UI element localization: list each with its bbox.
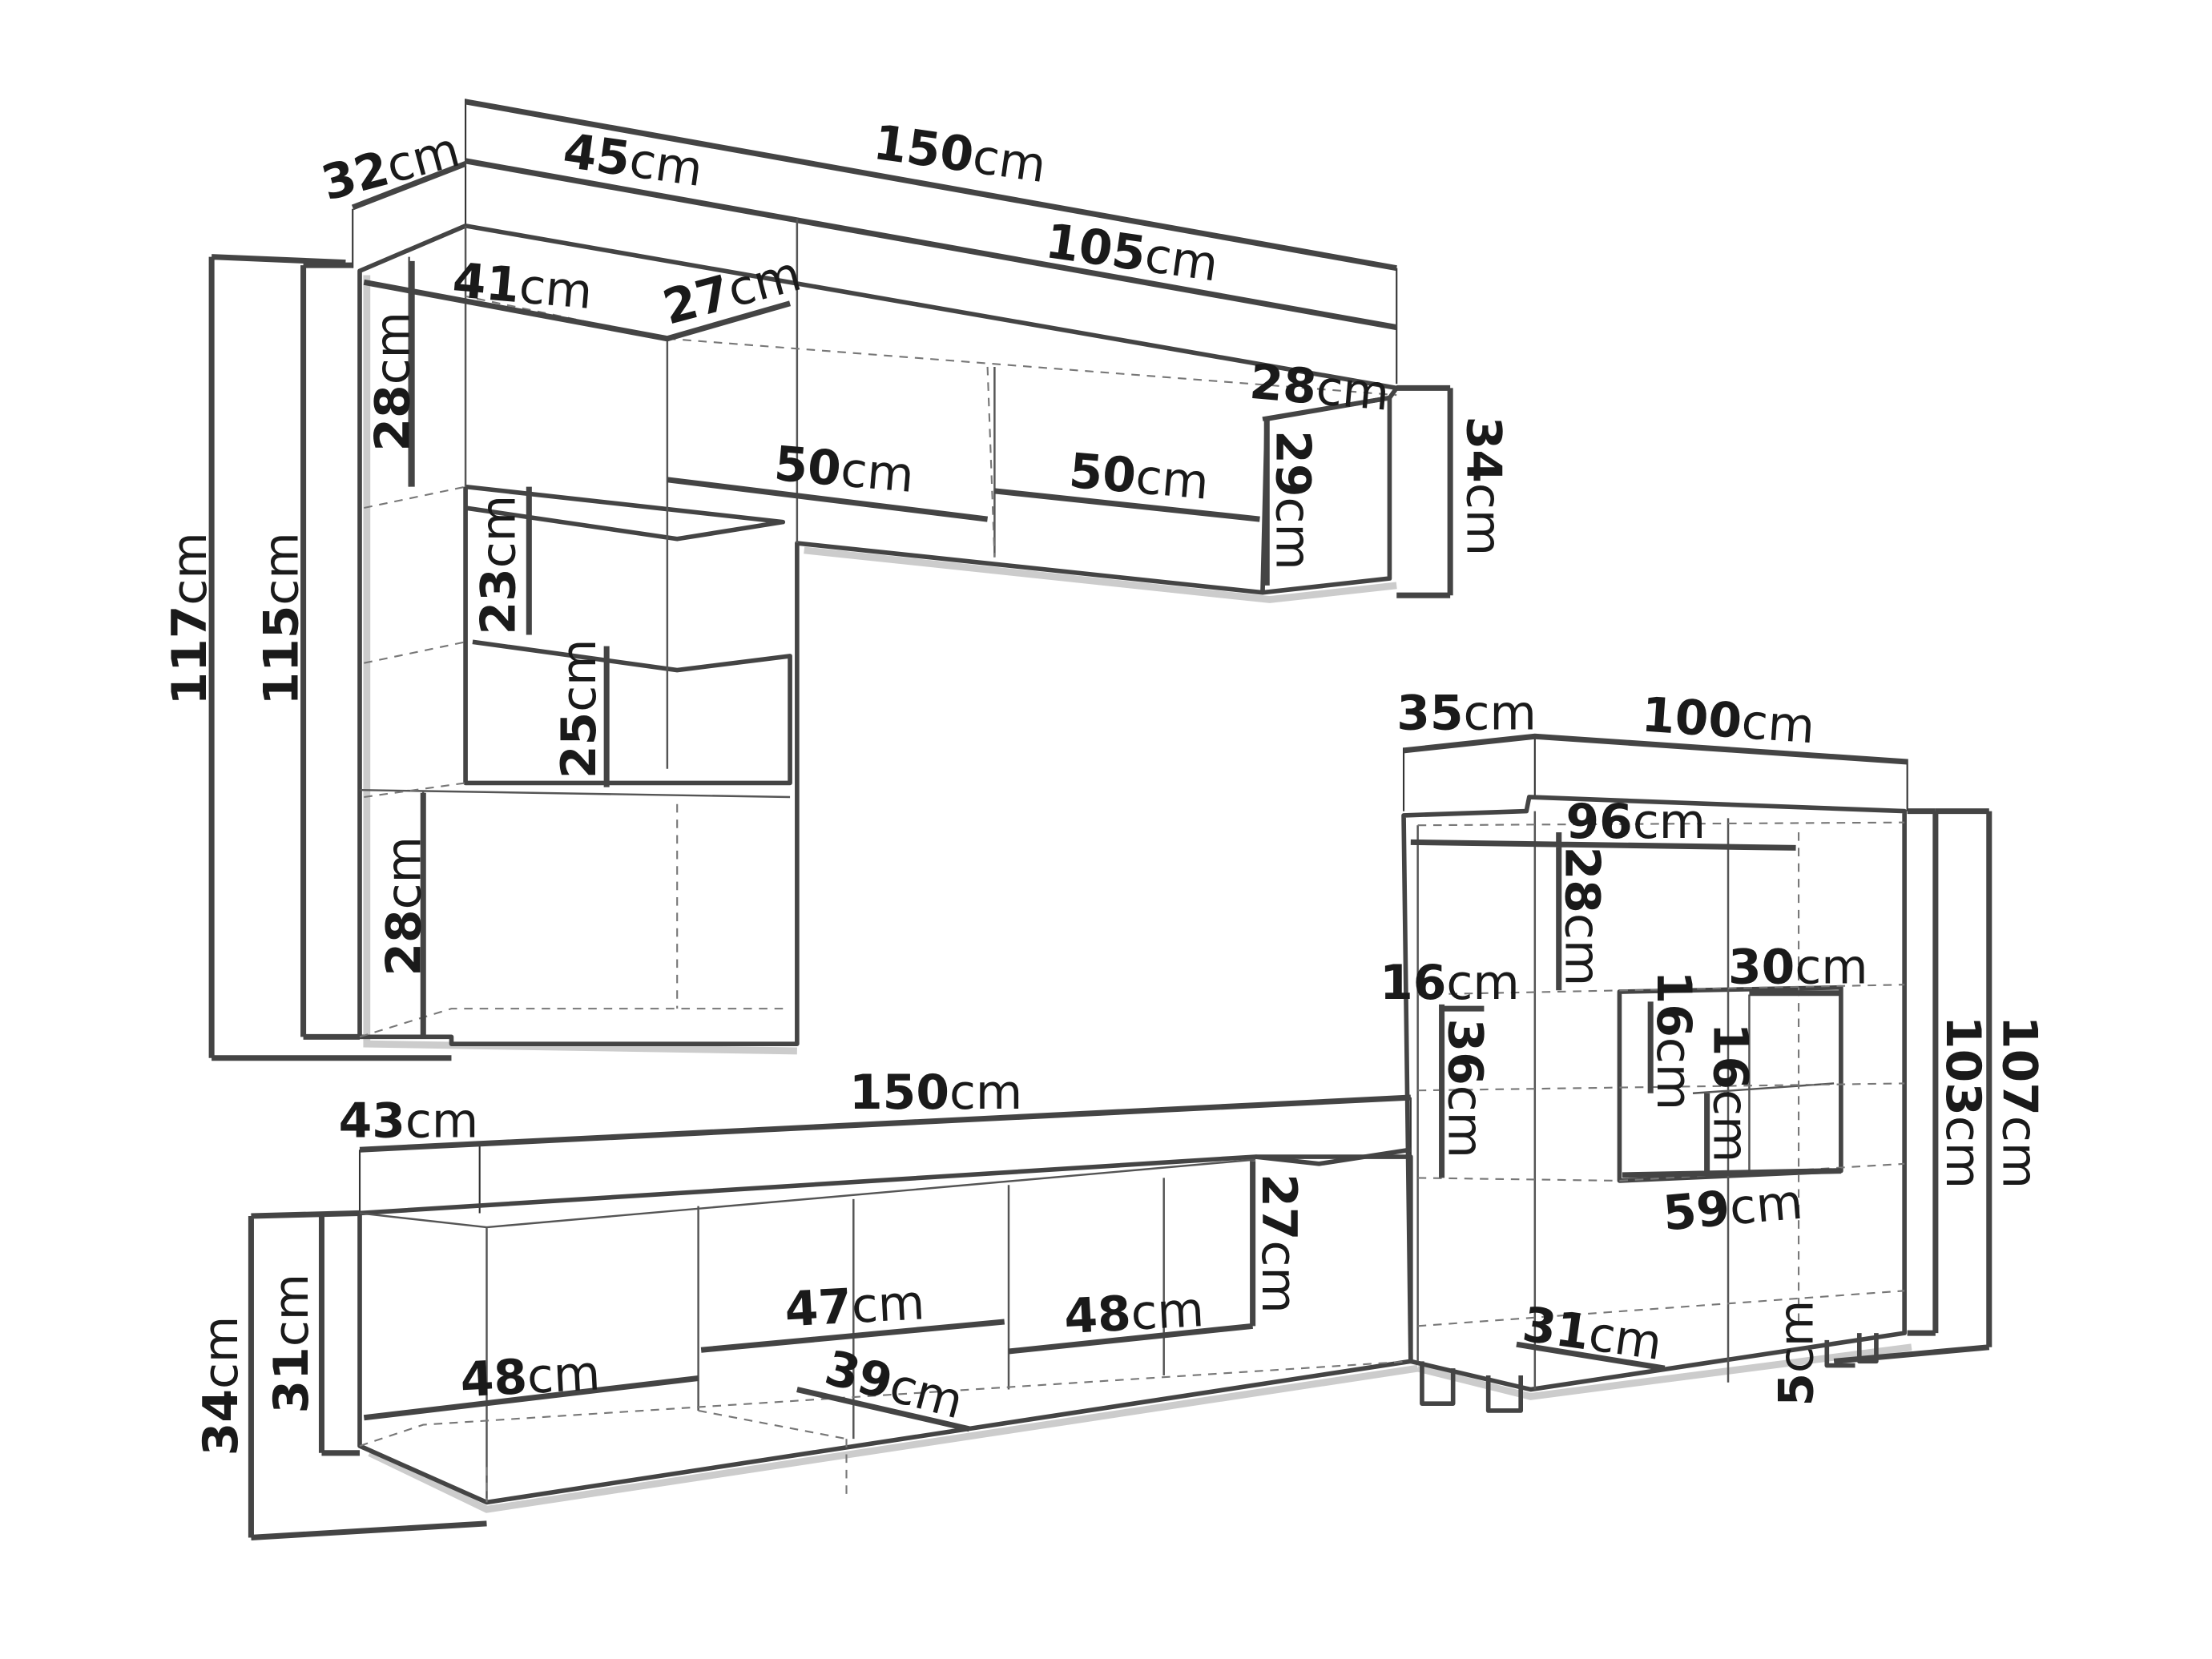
label-upper-shelf-height: 23cm: [471, 495, 527, 635]
dimension-line-115: [300, 262, 361, 1040]
label-inner-shelf-depth: 41cm: [450, 252, 594, 320]
label-cab-box-height-2: 16cm: [1702, 1023, 1758, 1163]
label-middle-shelf-height: 25cm: [551, 639, 607, 779]
label-end-depth: 28cm: [1247, 354, 1392, 422]
label-cab-box-width: 30cm: [1728, 939, 1868, 995]
label-tv-compartment-2: 48cm: [1063, 1282, 1206, 1345]
label-tv-width: 150cm: [849, 1065, 1022, 1121]
label-tv-inner-body-height: 31cm: [264, 1274, 320, 1414]
label-cab-box-height-1: 16cm: [1646, 971, 1702, 1111]
label-cab-top-shelf-height: 28cm: [1554, 847, 1610, 987]
dimension-line-150-tv: [359, 1094, 1412, 1153]
label-wall-left-width: 45cm: [560, 123, 707, 198]
label-wall-total-height: 117cm: [162, 532, 218, 705]
label-cab-side-depth: 16cm: [1380, 955, 1520, 1011]
label-cab-base-depth: 31cm: [1519, 1296, 1666, 1371]
dimension-line-117: [208, 254, 452, 1061]
label-top-side-height: 28cm: [365, 312, 421, 452]
cabinet: [1401, 733, 1992, 1413]
dimension-line-34-tv: [248, 1210, 487, 1540]
label-tv-total-height: 34cm: [193, 1316, 249, 1456]
label-wall-depth: 32cm: [316, 122, 465, 212]
dimension-line-103: [1907, 808, 1939, 1336]
label-cab-inner-width: 96cm: [1566, 794, 1706, 850]
label-wall-body-height: 115cm: [254, 532, 310, 705]
label-cab-width: 100cm: [1640, 687, 1817, 755]
label-end-inner-height: 29cm: [1265, 430, 1321, 570]
label-cab-total-height: 107cm: [1991, 1016, 2047, 1189]
tv-unit: [248, 1094, 1419, 1540]
label-wall-total-width: 150cm: [870, 115, 1050, 194]
label-tv-inner-height: 27cm: [1251, 1174, 1307, 1314]
label-tv-drawer-depth: 39cm: [820, 1340, 969, 1431]
label-tv-left-compartment: 48cm: [459, 1345, 602, 1408]
label-cab-side-height: 36cm: [1436, 1018, 1493, 1158]
dimension-line-150: [465, 99, 1397, 272]
dimension-line-107: [1833, 808, 1992, 1364]
dimension-line-34: [1396, 385, 1453, 598]
label-shelf-width-1: 50cm: [772, 436, 917, 504]
label-cab-box-bottom-width: 59cm: [1661, 1174, 1805, 1242]
label-cab-leg-height: 5cm: [1769, 1300, 1825, 1407]
wall-unit: [208, 99, 1453, 1061]
label-shelf-width-2: 50cm: [1067, 443, 1211, 511]
label-cab-depth: 35cm: [1396, 685, 1537, 741]
label-cab-body-height: 103cm: [1935, 1016, 1991, 1189]
label-end-height: 34cm: [1455, 417, 1511, 557]
label-tv-compartment-1: 47cm: [784, 1274, 926, 1338]
label-wall-right-width: 105cm: [1042, 213, 1222, 292]
label-lower-shelf-height: 28cm: [377, 836, 433, 976]
labels: 32cm 45cm 150cm 105cm 41cm 27cm 28cm 50c…: [162, 115, 2047, 1456]
dimension-line-100: [1403, 733, 1908, 765]
label-tv-depth: 43cm: [339, 1093, 479, 1149]
